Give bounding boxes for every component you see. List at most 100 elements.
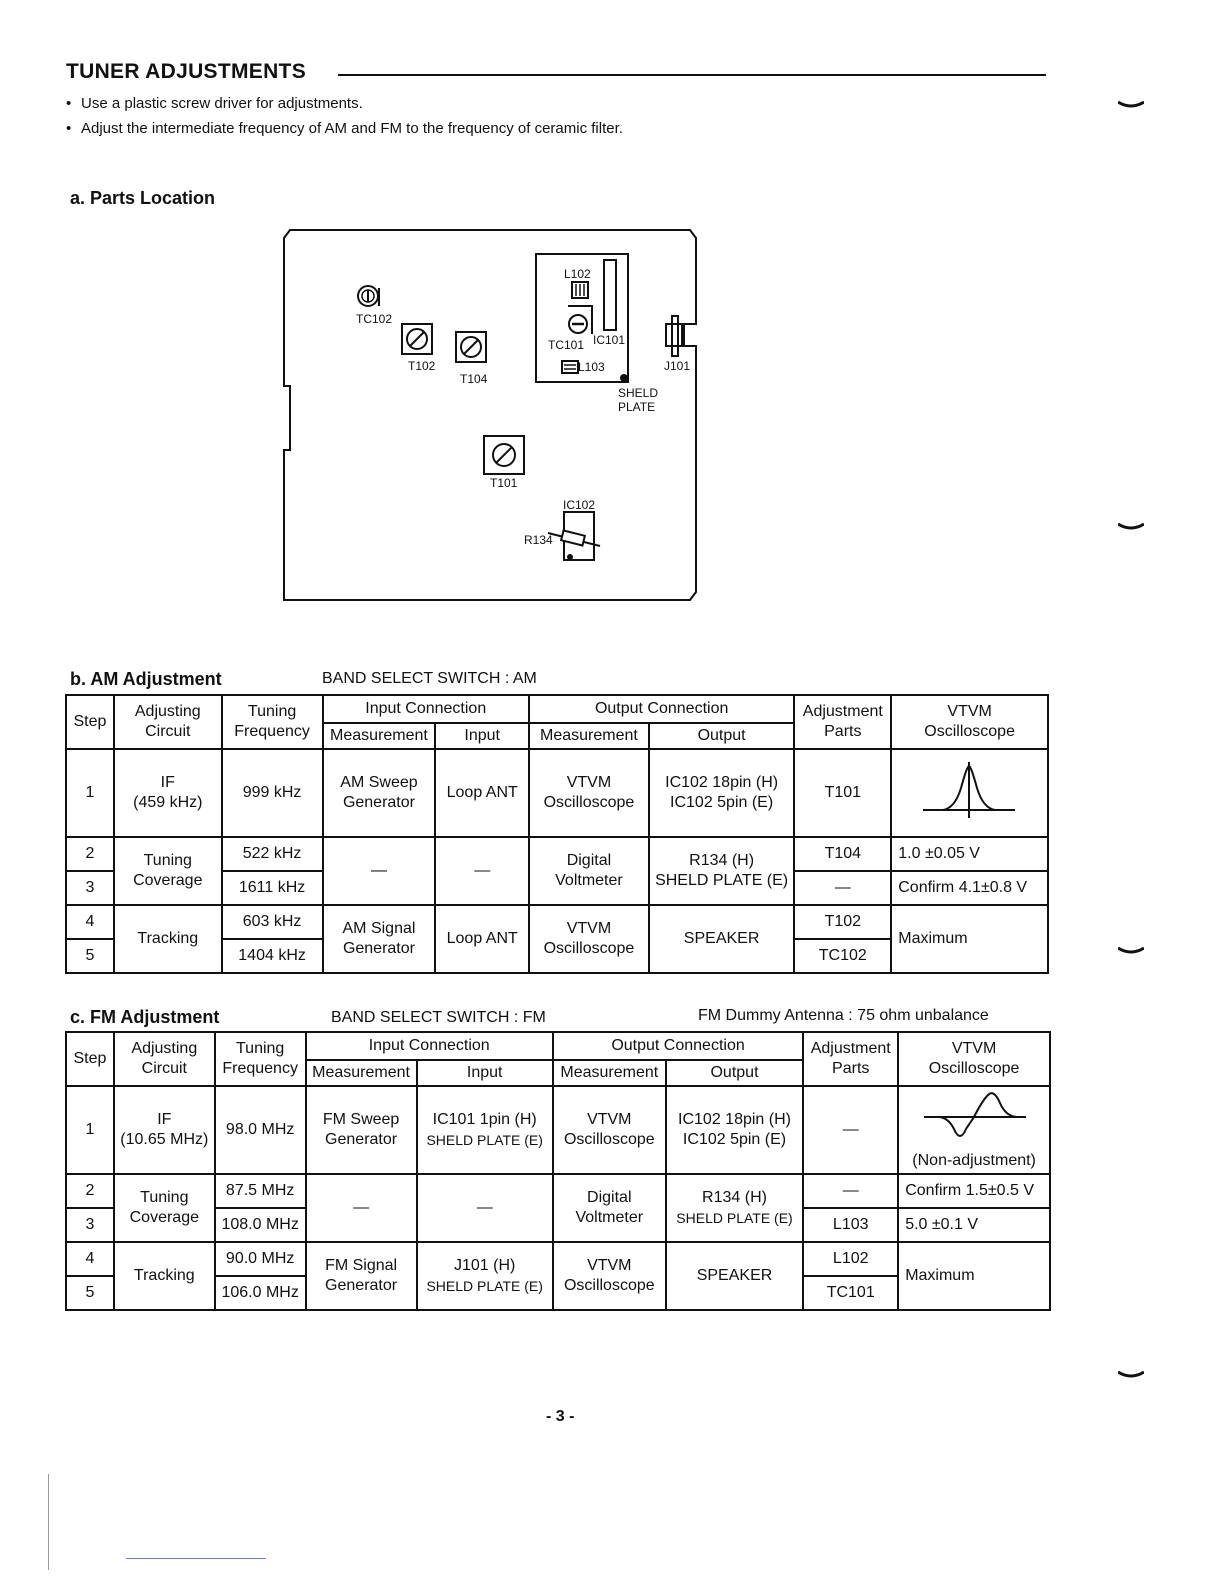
tc102-trimmer-icon [357, 285, 380, 307]
cell: 1 [65, 1085, 115, 1175]
cell: T102 [793, 904, 893, 940]
cell: SPEAKER [664, 1241, 805, 1311]
label-t101: T101 [490, 476, 518, 490]
cell: 603 kHz [220, 904, 324, 940]
label-j101: J101 [664, 359, 691, 373]
col-output: Output [647, 722, 796, 750]
am-band-select: BAND SELECT SWITCH : AM [322, 670, 537, 687]
page-title: TUNER ADJUSTMENTS [66, 60, 306, 83]
fm-band-select: BAND SELECT SWITCH : FM [331, 1009, 546, 1026]
cell: 1 [65, 748, 115, 838]
fm-dummy-antenna: FM Dummy Antenna : 75 ohm unbalance [698, 1007, 989, 1024]
cell: T104 [793, 836, 893, 872]
label-l103: L103 [578, 360, 605, 374]
cell: 5.0 ±0.1 V [897, 1207, 1051, 1243]
binding-mark-icon [1118, 522, 1144, 530]
am-heading: b. AM Adjustment [70, 669, 222, 689]
j101-jack-icon [665, 315, 683, 357]
label-tc101: TC101 [548, 338, 585, 352]
page-title-block: TUNER ADJUSTMENTS [66, 60, 1046, 90]
cell: 1611 kHz [220, 870, 324, 906]
col-input: Input [415, 1059, 554, 1087]
cell: IC102 18pin (H)IC102 5pin (E) [664, 1085, 805, 1175]
binding-mark-icon [1118, 1370, 1144, 1378]
table-subheader-row: Measurement Input Measurement Output [66, 1059, 1050, 1087]
cell: 98.0 MHz [213, 1085, 307, 1175]
cell: IF(10.65 MHz) [112, 1085, 216, 1175]
cell: 106.0 MHz [213, 1275, 307, 1311]
cell: L102 [802, 1241, 900, 1277]
cell: IC101 1pin (H)SHELD PLATE (E) [415, 1085, 554, 1175]
col-input-measurement: Measurement [321, 722, 437, 750]
cell: 522 kHz [220, 836, 324, 872]
cell: IC102 18pin (H)IC102 5pin (E) [647, 748, 796, 838]
fm-heading: c. FM Adjustment [70, 1007, 220, 1027]
cell: 999 kHz [220, 748, 324, 838]
parts-location-heading: a. Parts Location [70, 188, 216, 208]
cell: 3 [65, 1207, 115, 1243]
if-response-curve-icon [922, 762, 1015, 818]
col-input-measurement: Measurement [304, 1059, 418, 1087]
cell: R134 (H)SHELD PLATE (E) [664, 1173, 805, 1243]
sheld-plate-dot-icon [620, 374, 628, 382]
col-output-measurement: Measurement [551, 1059, 667, 1087]
tc101-trimmer-icon [568, 305, 593, 334]
cell: Tracking [112, 1241, 216, 1311]
cell: 5 [65, 1275, 115, 1311]
cell: 4 [65, 1241, 115, 1277]
table-row: 5 106.0 MHz TC101 [65, 1275, 1050, 1311]
cell: 3 [65, 870, 115, 906]
cell: — [802, 1173, 900, 1209]
cell: L103 [802, 1207, 900, 1243]
cell: Loop ANT [434, 904, 530, 974]
cell: — [793, 870, 893, 906]
bullet-1-text: Use a plastic screw driver for adjustmen… [81, 95, 363, 112]
col-step: Step [65, 694, 115, 750]
pcb-outline [283, 229, 697, 601]
l103-coil-icon [561, 360, 579, 374]
cell: Tracking [112, 904, 223, 974]
binding-mark-icon [1118, 100, 1144, 108]
t101-coil-icon [483, 435, 525, 475]
label-r134: R134 [524, 533, 553, 547]
label-ic102: IC102 [563, 498, 596, 512]
cell: 2 [65, 836, 115, 872]
page-number: - 3 - [546, 1408, 575, 1425]
col-output-connection: Output Connection [527, 694, 796, 724]
cell: 5 [65, 938, 115, 974]
cell: — [434, 836, 530, 906]
col-input: Input [434, 722, 530, 750]
cell: 1404 kHz [220, 938, 324, 974]
col-input-connection: Input Connection [321, 694, 530, 724]
am-waveform-cell [890, 748, 1049, 838]
cell: TC101 [802, 1275, 900, 1311]
col-output-measurement: Measurement [528, 722, 650, 750]
col-output-connection: Output Connection [551, 1031, 805, 1061]
ic101-chip-icon [603, 259, 617, 331]
table-subheader-row: Measurement Input Measurement Output [66, 722, 1048, 750]
cell: 108.0 MHz [213, 1207, 307, 1243]
binding-mark-icon [1118, 946, 1144, 954]
col-output: Output [664, 1059, 805, 1087]
